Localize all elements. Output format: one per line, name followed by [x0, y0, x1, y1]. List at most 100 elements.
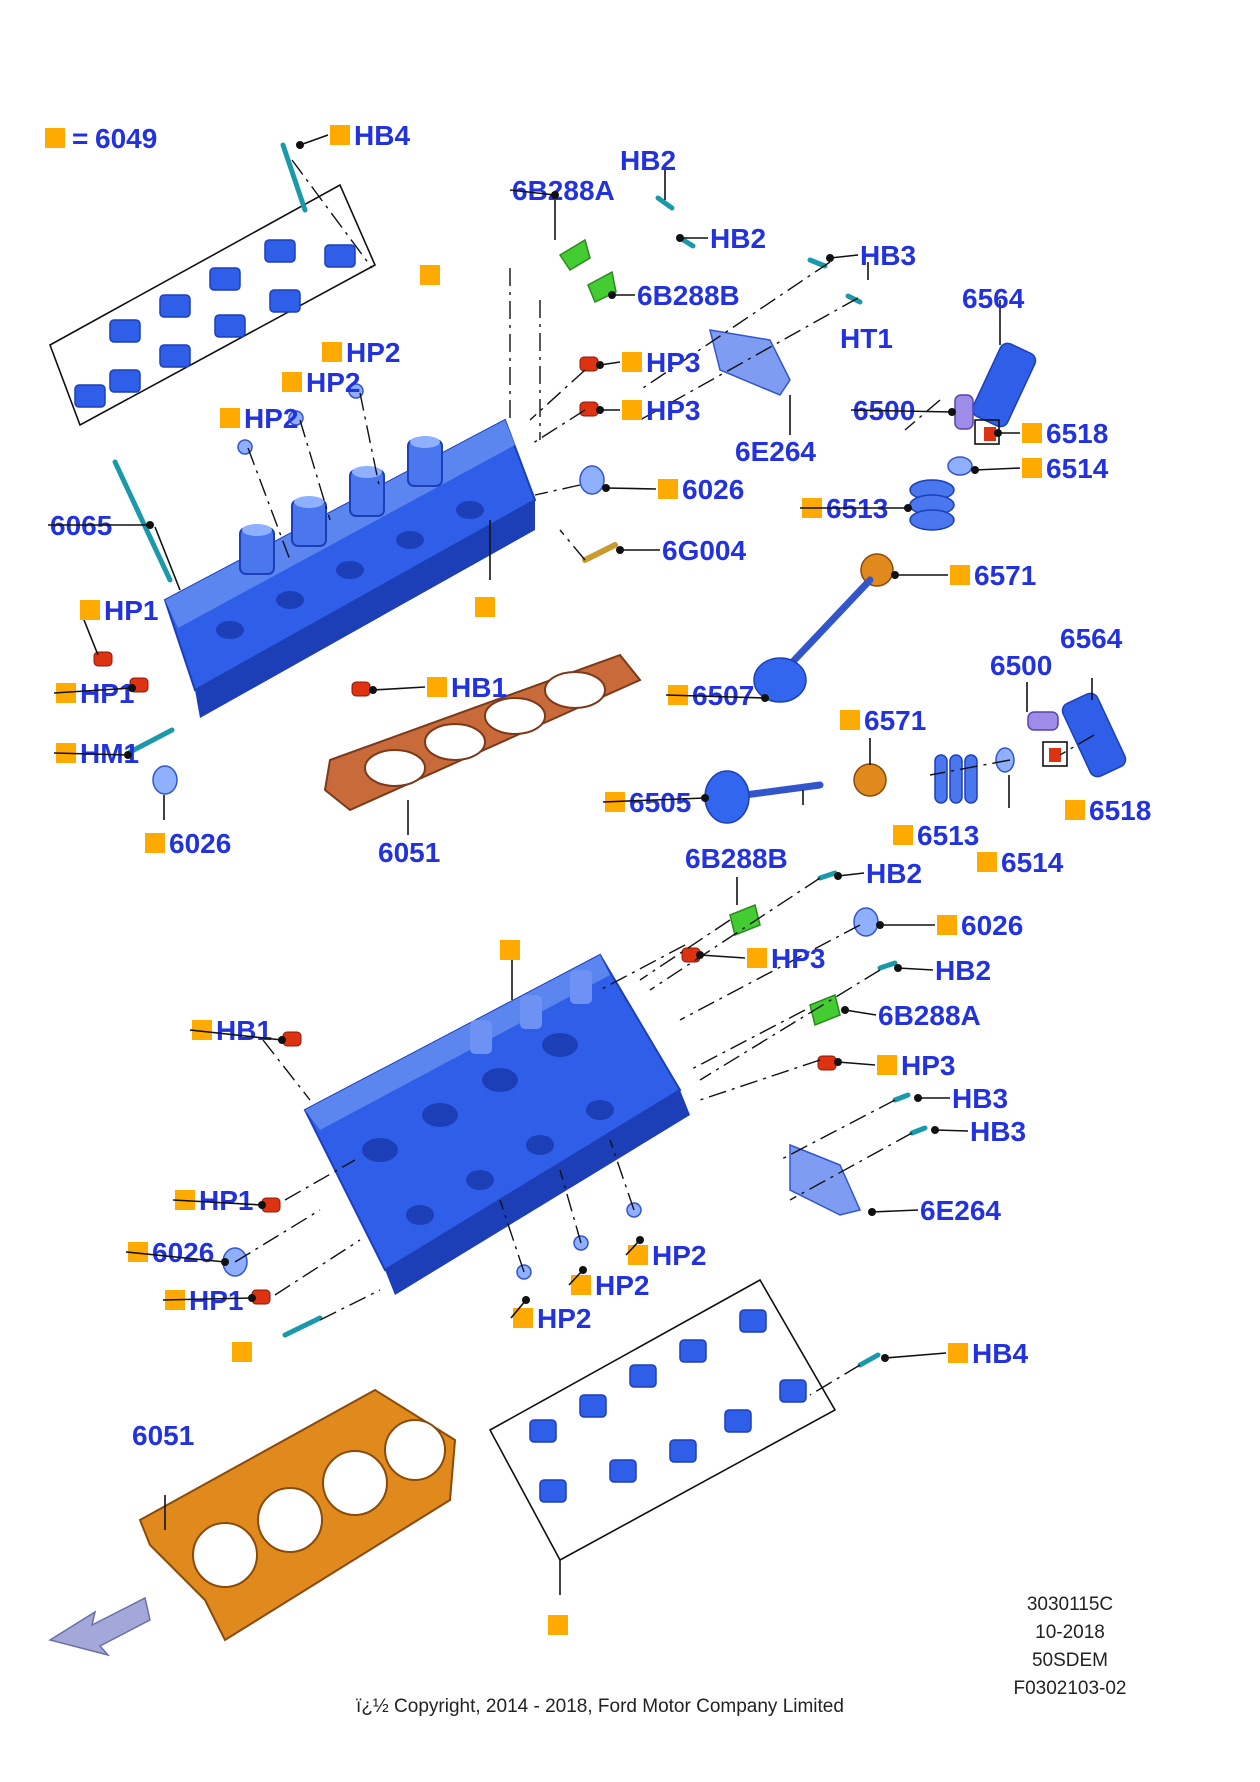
callout-6571-top: 6571 — [891, 560, 1036, 591]
part-marker — [548, 1615, 568, 1635]
part-marker — [128, 1242, 148, 1262]
callout-6051-bot: 6051 — [132, 1420, 194, 1451]
plug-parts — [93, 356, 837, 1305]
legend-marker — [45, 128, 65, 148]
part-label: HB3 — [970, 1116, 1026, 1147]
leader-dot — [948, 408, 956, 416]
legend-part: 6049 — [95, 123, 157, 154]
part-marker — [513, 1308, 533, 1328]
part-label: HP1 — [189, 1285, 243, 1316]
part-label: HP2 — [595, 1270, 649, 1301]
callout-hp1-d: HP1 — [162, 1285, 256, 1316]
callout-hb2-c: HB2 — [834, 858, 922, 889]
part-label: HP3 — [646, 347, 700, 378]
leader-dot — [881, 1354, 889, 1362]
leader-dot — [128, 684, 136, 692]
part-marker — [937, 915, 957, 935]
part-marker — [427, 677, 447, 697]
leader-dot — [994, 429, 1002, 437]
part-label: 6514 — [1046, 453, 1109, 484]
callout-6b288b-top: 6B288B — [608, 280, 740, 311]
part-marker — [877, 1055, 897, 1075]
part-label: 6B288A — [878, 1000, 981, 1031]
leader-dot — [931, 1126, 939, 1134]
callout-hp3-a: HP3 — [596, 347, 700, 378]
callout-hp3-d: HP3 — [834, 1050, 955, 1081]
part-label: HB1 — [216, 1015, 272, 1046]
part-label: HB4 — [354, 120, 410, 151]
callout-6e264-top: 6E264 — [735, 436, 816, 467]
part-marker — [192, 1020, 212, 1040]
part-marker — [747, 948, 767, 968]
leader-dot — [369, 686, 377, 694]
callout-hp2-d: HP2 — [625, 1236, 706, 1271]
leader-dot — [248, 1294, 256, 1302]
head-gasket-upper — [323, 653, 642, 812]
part-label: HP2 — [652, 1240, 706, 1271]
part-marker — [1065, 800, 1085, 820]
leader-dot — [522, 1296, 530, 1304]
part-label: HP2 — [244, 403, 298, 434]
rocker-box-lower — [488, 1278, 837, 1562]
part-label: 6E264 — [735, 436, 816, 467]
callout-hb2-b: HB2 — [676, 223, 766, 254]
part-label: 6571 — [974, 560, 1036, 591]
callout-hp2-c: HP2 — [220, 403, 298, 434]
part-label: 6518 — [1089, 795, 1151, 826]
part-label: 6026 — [169, 828, 231, 859]
valve-train-parts — [704, 342, 1127, 824]
rocker-box-upper — [49, 183, 377, 427]
part-label: HB4 — [972, 1338, 1028, 1369]
part-marker — [948, 1343, 968, 1363]
leader-dot — [904, 504, 912, 512]
leader-dot — [876, 921, 884, 929]
part-label: HP2 — [306, 367, 360, 398]
callout-hp2-f: HP2 — [510, 1296, 591, 1334]
leader-dot — [608, 291, 616, 299]
callout-6518-top: 6518 — [994, 418, 1108, 449]
lower-cylinder-head — [303, 953, 690, 1295]
callout-hb2-a: HB2 — [620, 145, 676, 176]
callout-6b288b-mid: 6B288B — [685, 843, 788, 874]
part-marker — [571, 1275, 591, 1295]
leader-dot — [596, 361, 604, 369]
part-label: 6B288B — [637, 280, 740, 311]
head-gasket-lower — [138, 1388, 457, 1642]
part-label: HP1 — [199, 1185, 253, 1216]
part-label: 6571 — [864, 705, 926, 736]
part-label: 6500 — [990, 650, 1052, 681]
leader-dot — [258, 1201, 266, 1209]
part-marker — [1022, 423, 1042, 443]
leader-dot — [891, 571, 899, 579]
copyright-text: ï¿½ Copyright, 2014 - 2018, Ford Motor C… — [356, 1696, 844, 1717]
part-marker — [282, 372, 302, 392]
part-marker — [330, 125, 350, 145]
part-label: 6518 — [1046, 418, 1108, 449]
callout-6500-top: 6500 — [850, 395, 956, 426]
part-marker — [420, 265, 440, 285]
leader-dot — [841, 1006, 849, 1014]
part-label: HP3 — [771, 943, 825, 974]
callout-hp2-b: HP2 — [282, 367, 360, 398]
part-marker — [622, 400, 642, 420]
callout-6b288a-mid: 6B288A — [841, 1000, 981, 1031]
callout-hp1-b: HP1 — [53, 678, 136, 709]
leader-dot — [602, 484, 610, 492]
leader-dot — [596, 406, 604, 414]
part-marker — [840, 710, 860, 730]
callout-6513-mid: 6513 — [893, 820, 979, 851]
callout-hm1: HM1 — [53, 738, 139, 769]
part-marker — [475, 597, 495, 617]
part-marker — [220, 408, 240, 428]
part-label: HT1 — [840, 323, 893, 354]
callout-6026-c: 6026 — [876, 910, 1023, 941]
callout-hb1-top: HB1 — [369, 672, 507, 703]
callout-hb3-top: HB3 — [826, 240, 916, 271]
leader-dot — [914, 1094, 922, 1102]
diagram-code-line: 10-2018 — [1035, 1622, 1105, 1643]
leader-dot — [146, 521, 154, 529]
callout-6g004: 6G004 — [616, 535, 746, 566]
part-label: HB2 — [935, 955, 991, 986]
part-label: 6505 — [629, 787, 691, 818]
